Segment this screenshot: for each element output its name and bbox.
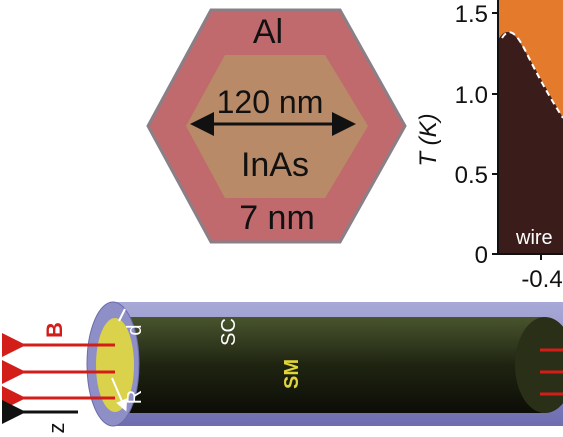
y-tick-label-0-5: 0.5: [455, 162, 488, 189]
thickness-tick: [118, 308, 126, 322]
wire-region-label: wire: [515, 227, 553, 249]
width-label: 120 nm: [217, 84, 324, 120]
sm-core-end-right: [515, 317, 563, 413]
field-label: B: [42, 322, 67, 338]
z-axis-label: z: [44, 423, 69, 434]
y-tick-label-1-5: 1.5: [455, 1, 488, 28]
sc-shell-label: SC: [218, 318, 240, 346]
phase-plot-svg: 1.5 1.0 0.5 0 -0.4 T (K) wire: [415, 0, 563, 293]
al-label: Al: [253, 13, 283, 51]
inas-label: InAs: [241, 146, 309, 184]
x-tick-label-neg-0-4: -0.4: [521, 266, 562, 293]
y-tick-label-0: 0: [475, 242, 488, 269]
hexagon-svg: Al 120 nm InAs 7 nm: [146, 8, 407, 244]
y-axis-label: T (K): [415, 113, 442, 166]
sm-core-label: SM: [281, 359, 303, 389]
thickness-label: d: [124, 324, 146, 335]
hexagon-cross-section-figure: Al 120 nm InAs 7 nm: [0, 0, 420, 250]
phase-plot-figure: 1.5 1.0 0.5 0 -0.4 T (K) wire: [410, 0, 563, 300]
radius-label: R: [124, 390, 146, 404]
nanowire-figure: B z d R SC SM: [0, 290, 563, 437]
shell-thickness-label: 7 nm: [239, 199, 315, 237]
y-tick-label-1-0: 1.0: [455, 82, 488, 109]
sm-core-body: [115, 317, 545, 413]
nanowire-svg: B z d R SC SM: [1, 301, 563, 434]
radius-arrow: [111, 377, 128, 412]
sm-core-face-left: [96, 318, 134, 412]
